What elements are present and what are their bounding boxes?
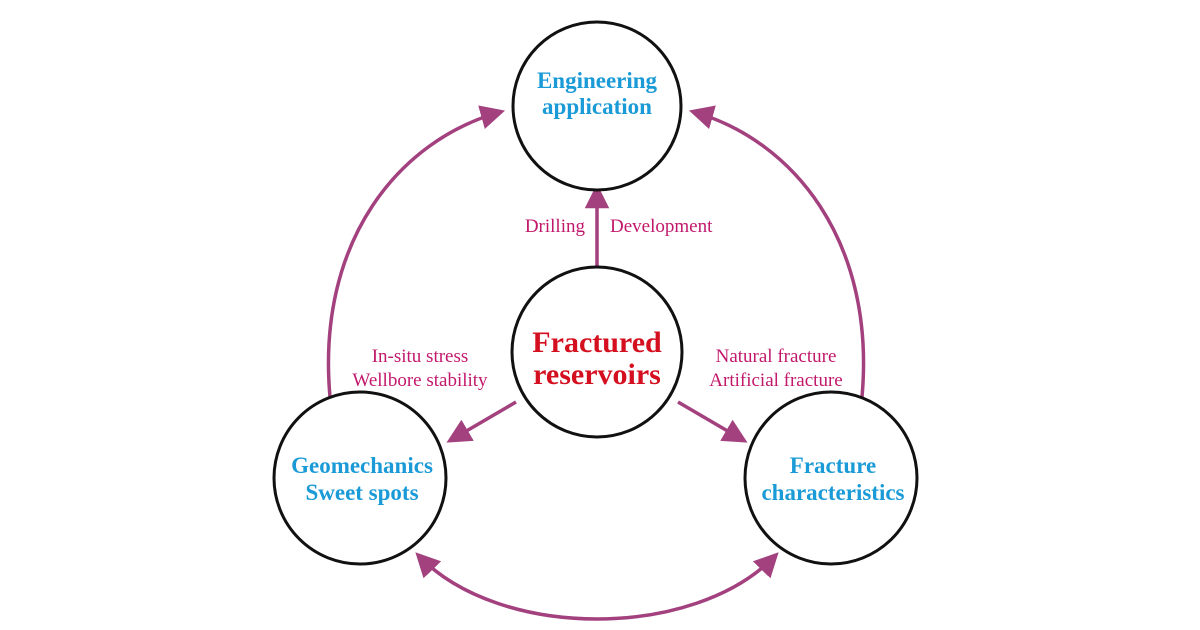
edge-label-artificial-fracture: Artificial fracture bbox=[709, 370, 842, 391]
arrow-geomechanics-fracture-bidirectional bbox=[415, 552, 779, 621]
node-label-line2: application bbox=[542, 94, 652, 119]
edge-label-in-situ-stress: In-situ stress bbox=[372, 346, 469, 367]
node-engineering-application: Engineering application bbox=[511, 20, 683, 192]
node-circle bbox=[743, 390, 919, 566]
node-label-line2: characteristics bbox=[761, 480, 904, 505]
center-label-line1: Fractured bbox=[532, 326, 662, 359]
node-label-line1: Geomechanics bbox=[291, 453, 433, 478]
center-label-line2: reservoirs bbox=[533, 358, 661, 391]
arrow-center-to-geomechanics bbox=[446, 400, 517, 443]
edge-label-wellbore-stability: Wellbore stability bbox=[352, 370, 488, 391]
node-fractured-reservoirs: Fractured reservoirs bbox=[510, 265, 684, 439]
edge-label-natural-fracture: Natural fracture bbox=[716, 346, 837, 367]
edge-label-development: Development bbox=[610, 216, 713, 237]
arrow-fracture-to-engineering bbox=[688, 105, 866, 398]
node-circle bbox=[510, 265, 684, 439]
arrow-geomechanics-to-engineering bbox=[326, 105, 506, 398]
node-geomechanics-sweet-spots: Geomechanics Sweet spots bbox=[272, 390, 448, 566]
node-label-line2: Sweet spots bbox=[305, 480, 418, 505]
edge-labels: Drilling Development In-situ stress Well… bbox=[352, 216, 842, 391]
arrow-center-to-fracture bbox=[677, 400, 748, 443]
node-circle bbox=[272, 390, 448, 566]
node-circle bbox=[511, 20, 683, 192]
node-fracture-characteristics: Fracture characteristics bbox=[743, 390, 919, 566]
node-label-line1: Fracture bbox=[790, 453, 876, 478]
edge-label-drilling: Drilling bbox=[525, 216, 586, 237]
connectors bbox=[326, 105, 866, 621]
node-label-line1: Engineering bbox=[537, 68, 658, 93]
